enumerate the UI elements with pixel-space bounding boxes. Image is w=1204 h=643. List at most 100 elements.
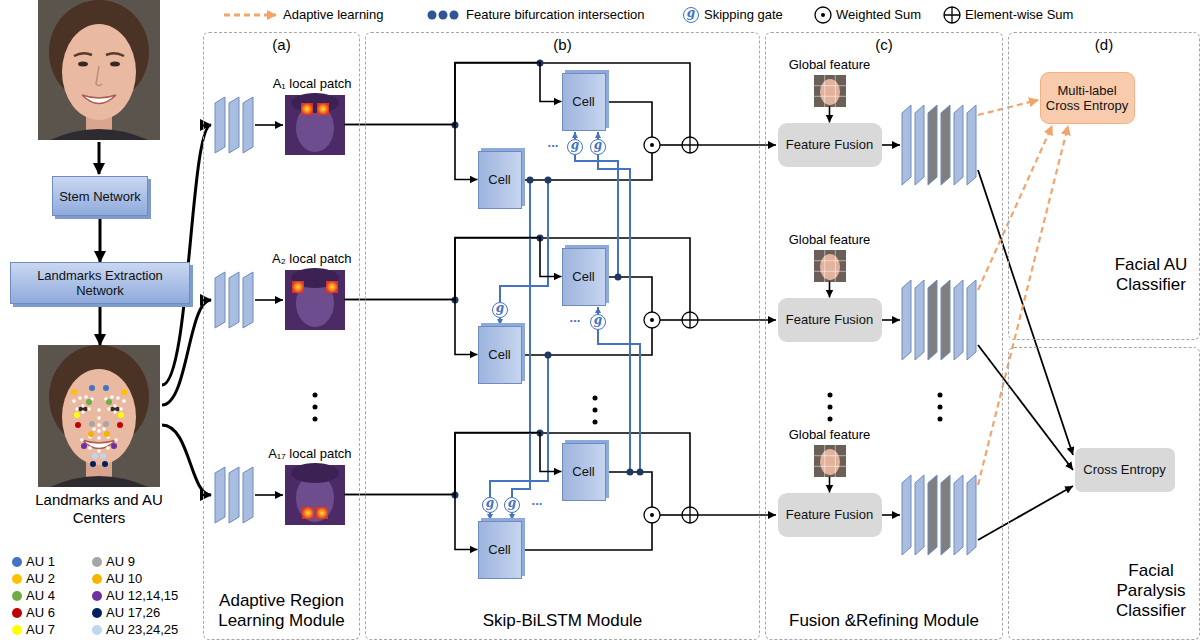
legend-item: AU 4 — [12, 588, 55, 604]
skipping-gate: g — [590, 139, 606, 155]
loss-box: Cross Entropy — [1075, 448, 1175, 492]
box-label: Stem Network — [59, 189, 141, 204]
legend-item: AU 12,14,15 — [92, 588, 178, 604]
connector — [829, 477, 831, 493]
legend-swatch — [92, 574, 102, 584]
panel-tag: (b) — [366, 37, 759, 53]
panel-tag: (a) — [204, 37, 359, 53]
global-feature: Global feature — [814, 250, 846, 282]
legend-swatch — [92, 557, 102, 567]
connector — [99, 304, 102, 345]
legend-swatch — [12, 591, 22, 601]
legend-swatch — [92, 625, 102, 635]
panel-title: Adaptive Region Learning Module — [208, 591, 355, 631]
box-label: Feature Fusion — [786, 137, 873, 152]
skipping-gate: g — [504, 497, 520, 513]
legend-text: Skipping gate — [704, 7, 783, 23]
box-label: Cell — [488, 172, 510, 187]
legend-text: Element-wise Sum — [965, 7, 1073, 23]
ellipsis: ... — [565, 311, 585, 325]
image-caption: A₂ local patch — [232, 251, 352, 266]
ellipsis: ... — [543, 136, 563, 150]
fusion-box: Feature Fusion — [778, 123, 882, 167]
box-label: Cell — [572, 94, 594, 109]
legend-swatch — [12, 557, 22, 567]
legend-text: Adaptive learning — [283, 7, 383, 23]
image-caption: A₁₇ local patch — [232, 446, 352, 461]
legend-item: Weighted Sum — [836, 7, 921, 23]
loss-box: Multi-label Cross Entropy — [1040, 72, 1135, 124]
image-caption: Global feature — [775, 57, 885, 72]
panel-title: Fusion &Refining Module — [770, 611, 998, 631]
legend-item: AU 6 — [12, 605, 55, 621]
network-box: Landmarks Extraction Network — [10, 262, 190, 304]
panel-title: Facial AU Classifier — [1109, 255, 1193, 295]
connector — [345, 238, 562, 300]
legend-text: AU 7 — [26, 622, 55, 638]
legend-item: Element-wise Sum — [965, 7, 1073, 23]
ellipsis: ... — [527, 494, 547, 508]
legend-text: AU 23,24,25 — [106, 622, 178, 638]
fusion-box: Feature Fusion — [778, 493, 882, 537]
network-box: Stem Network — [52, 176, 148, 216]
box-label: Cell — [488, 347, 510, 362]
connector — [345, 63, 562, 125]
legend-text: AU 17,26 — [106, 605, 160, 621]
module-panel: (a)Adaptive Region Learning ModuleA₁ loc… — [203, 32, 360, 640]
legend-swatch — [92, 608, 102, 618]
module-panel: (b)Skip-BiLSTM ModuleCellCellCellCellCel… — [365, 32, 760, 640]
lstm-cell: Cell — [478, 326, 522, 384]
legend-swatch — [12, 625, 22, 635]
legend-text: Weighted Sum — [836, 7, 921, 23]
lstm-cell: Cell — [562, 73, 606, 131]
fusion-box: Feature Fusion — [778, 298, 882, 342]
panel-title: Skip-BiLSTM Module — [370, 611, 755, 631]
legend-item: AU 7 — [12, 622, 55, 638]
image-caption: Landmarks and AU Centers — [24, 491, 174, 527]
skipping-gate: g — [683, 7, 699, 23]
box-label: Cell — [488, 542, 510, 557]
local-patch: A₁₇ local patch — [285, 465, 345, 525]
legend-text: AU 4 — [26, 588, 55, 604]
box-label: Feature Fusion — [786, 507, 873, 522]
legend-text: AU 9 — [106, 554, 135, 570]
connector — [829, 107, 831, 123]
global-feature: Global feature — [814, 75, 846, 107]
image-caption: Global feature — [775, 427, 885, 442]
lstm-cell: Cell — [478, 151, 522, 209]
module-panel: (c) Fusion &Refining Module Global feature… — [765, 32, 1003, 640]
legend-item: AU 10 — [92, 571, 142, 587]
connector — [99, 216, 102, 262]
legend-text: AU 1 — [26, 554, 55, 570]
landmark-image: Landmarks and AU Centers — [38, 345, 160, 487]
legend-swatch — [92, 591, 102, 601]
classifier-panel: Facial Paralysis Classifier Cross Entropy — [1008, 347, 1200, 640]
legend-text: AU 2 — [26, 571, 55, 587]
legend-item: Feature bifurcation intersection — [466, 7, 644, 23]
local-patch: A₂ local patch — [285, 270, 345, 330]
legend-item: Skipping gate — [704, 7, 783, 23]
skipping-gate: g — [590, 314, 606, 330]
legend-swatch — [12, 608, 22, 618]
legend-item: AU 9 — [92, 554, 135, 570]
legend-item: AU 1 — [12, 554, 55, 570]
image-caption: Global feature — [775, 232, 885, 247]
box-label: Cell — [572, 269, 594, 284]
skipping-gate: g — [492, 302, 508, 318]
panel-tag: (d) — [1009, 37, 1199, 53]
lstm-cell: Cell — [478, 521, 522, 579]
legend-item: AU 17,26 — [92, 605, 160, 621]
box-label: Landmarks Extraction Network — [15, 268, 185, 298]
connector — [345, 433, 562, 495]
box-label: Cell — [572, 464, 594, 479]
legend-item: AU 2 — [12, 571, 55, 587]
box-label: Multi-label Cross Entropy — [1045, 83, 1130, 113]
panel-tag: (c) — [766, 37, 1002, 53]
box-label: Cross Entropy — [1083, 462, 1165, 477]
legend-swatch — [12, 574, 22, 584]
panel-title: Facial Paralysis Classifier — [1109, 561, 1193, 621]
legend-item: Adaptive learning — [283, 7, 383, 23]
skipping-gate: g — [482, 497, 498, 513]
legend-text: Feature bifurcation intersection — [466, 7, 644, 23]
lstm-cell: Cell — [562, 443, 606, 501]
